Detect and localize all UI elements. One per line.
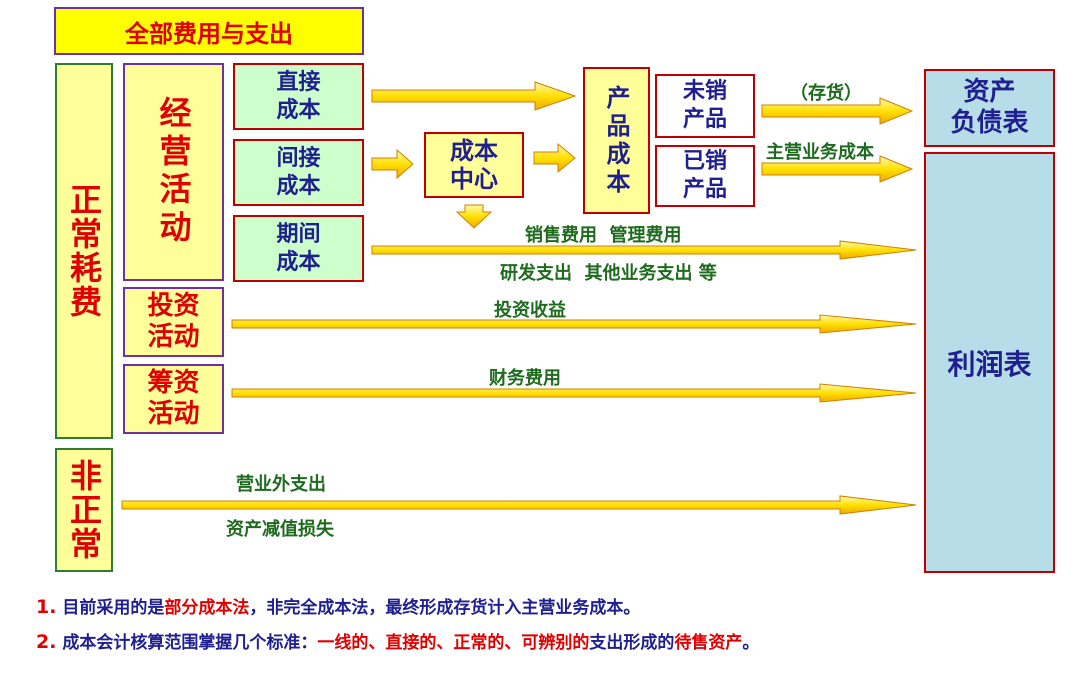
note-2-part5: 。 xyxy=(742,633,760,653)
direct-cost-box: 直接 成本 xyxy=(233,63,364,130)
sold-line1: 已销 xyxy=(682,149,727,174)
balance-sheet-line1: 资产 xyxy=(963,77,1016,107)
note-1: 1. 目前采用的是部分成本法，非完全成本法，最终形成存货计入主营业务成本。 xyxy=(36,593,640,618)
arrow-indirect-to-center xyxy=(371,148,414,180)
arrow-abnormal-to-income xyxy=(121,495,917,515)
label-rd-other: 研发支出 其他业务支出 等 xyxy=(500,263,717,284)
arrow-period-to-income xyxy=(371,240,917,260)
balance-sheet-line2: 负债表 xyxy=(950,108,1029,138)
label-main-business-cost: 主营业务成本 xyxy=(766,142,874,163)
note-2-part2: 一线的、直接的、正常的、可辨别的 xyxy=(317,633,590,653)
normal-consumption-box: 正常耗费 xyxy=(55,63,113,439)
arrow-center-down xyxy=(455,204,493,229)
arrow-center-to-product xyxy=(533,142,576,174)
unsold-line1: 未销 xyxy=(682,79,727,104)
operating-activities-label: 经营活动 xyxy=(154,96,193,248)
investing-activities-box: 投资活动 xyxy=(123,287,224,357)
label-finance-expense: 财务费用 xyxy=(489,368,561,389)
note-2-part3: 支出形成的 xyxy=(589,633,675,653)
label-inventory: （存货） xyxy=(790,83,862,104)
product-cost-label: 产品成本 xyxy=(602,84,630,197)
cost-center-line2: 中心 xyxy=(450,165,498,193)
arrow-sold-to-income xyxy=(761,155,914,183)
period-cost-line1: 期间 xyxy=(276,221,321,247)
label-selling-admin: 销售费用 管理费用 xyxy=(525,225,682,246)
investing-activities-label: 投资活动 xyxy=(147,291,200,352)
label-non-operating: 营业外支出 xyxy=(236,474,326,495)
note-2-number: 2. xyxy=(36,631,57,653)
indirect-cost-line1: 间接 xyxy=(276,145,321,171)
note-2-part4: 待售资产 xyxy=(674,633,743,653)
indirect-cost-line2: 成本 xyxy=(276,173,321,199)
sold-line2: 产品 xyxy=(682,177,727,202)
note-1-part2: 部分成本法 xyxy=(164,598,250,618)
note-2: 2. 成本会计核算范围掌握几个标准：一线的、直接的、正常的、可辨别的支出形成的待… xyxy=(36,628,759,653)
arrow-direct-to-product xyxy=(371,81,577,111)
unsold-products-box: 未销 产品 xyxy=(655,74,755,138)
product-cost-box: 产品成本 xyxy=(583,67,650,214)
income-statement-label: 利润表 xyxy=(947,347,1032,381)
cost-center-box: 成本 中心 xyxy=(424,132,524,198)
direct-cost-line2: 成本 xyxy=(276,97,321,123)
period-cost-line2: 成本 xyxy=(276,249,321,275)
sold-products-box: 已销 产品 xyxy=(655,145,755,207)
note-1-part3: ，非完全成本法，最终形成存货计入主营业务成本。 xyxy=(249,598,641,618)
arrow-unsold-to-balance xyxy=(761,97,914,125)
abnormal-label: 非正常 xyxy=(65,459,103,561)
abnormal-box: 非正常 xyxy=(55,448,113,572)
unsold-line2: 产品 xyxy=(682,107,727,132)
direct-cost-line1: 直接 xyxy=(276,69,321,95)
label-invest-income: 投资收益 xyxy=(494,300,566,321)
balance-sheet-box: 资产 负债表 xyxy=(924,69,1055,147)
cost-center-line1: 成本 xyxy=(450,137,498,165)
financing-activities-box: 筹资活动 xyxy=(123,364,224,434)
title-box: 全部费用与支出 xyxy=(54,7,364,55)
label-impairment: 资产减值损失 xyxy=(226,519,334,540)
note-1-number: 1. xyxy=(36,596,57,618)
normal-consumption-label: 正常耗费 xyxy=(65,183,103,319)
page-title: 全部费用与支出 xyxy=(125,19,293,48)
note-1-part1: 目前采用的是 xyxy=(62,598,165,618)
income-statement-box: 利润表 xyxy=(924,152,1055,573)
financing-activities-label: 筹资活动 xyxy=(147,368,200,429)
indirect-cost-box: 间接 成本 xyxy=(233,139,364,206)
arrow-financing-to-income xyxy=(231,383,917,403)
note-2-part1: 成本会计核算范围掌握几个标准： xyxy=(62,633,318,653)
period-cost-box: 期间 成本 xyxy=(233,215,364,282)
operating-activities-box: 经营活动 xyxy=(123,63,224,281)
arrow-investing-to-income xyxy=(231,314,917,334)
